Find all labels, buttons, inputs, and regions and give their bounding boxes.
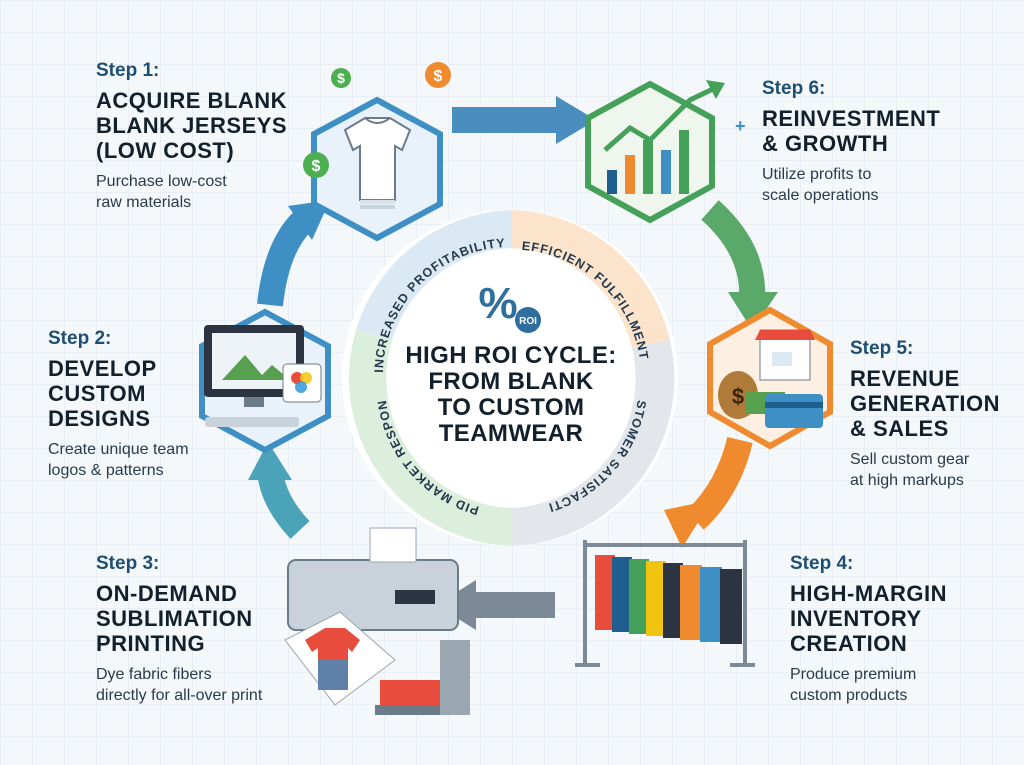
roi-badge-text: ROI [519, 316, 537, 327]
step-1: Step 1: ACQUIRE BLANK BLANK JERSEYS (LOW… [96, 60, 326, 213]
dollar-icon: $ [337, 70, 345, 86]
step-4-number: Step 4: [790, 553, 854, 574]
ring-segment-satisfaction [512, 340, 675, 546]
step-3-description: Dye fabric fibers directly for all-over … [96, 666, 263, 704]
step-6: Step 6: REINVESTMENT & GROWTH Utilize pr… [762, 78, 992, 206]
step-1-description: Purchase low-cost raw materials [96, 173, 227, 211]
step-2: Step 2: DEVELOP CUSTOM DESIGNS Create un… [48, 328, 248, 481]
clothing-rack-icon [575, 540, 755, 667]
step-1-number: Step 1: [96, 60, 160, 81]
storefront-money-icon: $ [707, 306, 833, 450]
ring-segment-profitability [356, 210, 512, 340]
arrow-step6-to-step5 [701, 200, 766, 301]
arrow-head-step1-to-step6 [556, 96, 596, 144]
center-title: HIGH ROI CYCLE: FROM BLANK TO CUSTOM TEA… [405, 342, 617, 447]
step-4-title: HIGH-MARGIN INVENTORY CREATION [790, 581, 948, 656]
step-4-description: Produce premium custom products [790, 666, 917, 704]
step-2-title: DEVELOP CUSTOM DESIGNS [48, 356, 157, 431]
step-6-number: Step 6: [762, 78, 826, 99]
step-5-title: REVENUE GENERATION & SALES [850, 366, 1001, 441]
growth-chart-icon: + [585, 80, 746, 224]
step-5-description: Sell custom gear at high markups [850, 451, 970, 489]
step-6-description: Utilize profits to scale operations [762, 166, 879, 204]
step-2-number: Step 2: [48, 328, 112, 349]
ring-segment-market-response [348, 330, 512, 546]
step-1-title: ACQUIRE BLANK BLANK JERSEYS (LOW COST) [96, 88, 288, 163]
arrow-head-step5-to-step4 [664, 500, 712, 548]
arrow-head-step6-to-step5 [728, 292, 778, 330]
design-computer-icon [199, 308, 331, 454]
step-2-description: Create unique team logos & patterns [48, 441, 189, 479]
step-6-title: REINVESTMENT & GROWTH [762, 106, 941, 156]
dollar-icon: $ [312, 158, 321, 175]
svg-text:%: % [478, 279, 517, 328]
dollar-icon: $ [434, 68, 443, 85]
step-4: Step 4: HIGH-MARGIN INVENTORY CREATION P… [790, 553, 1010, 706]
printer-icon [284, 527, 470, 715]
step-3-title: ON-DEMAND SUBLIMATION PRINTING [96, 581, 253, 656]
plus-icon: + [735, 116, 746, 136]
dollar-icon: $ [732, 384, 744, 409]
step-3-number: Step 3: [96, 553, 160, 574]
blank-jerseys-icon: $ $ $ [303, 62, 451, 242]
arrow-step2-to-step1 [257, 212, 312, 307]
step-3: Step 3: ON-DEMAND SUBLIMATION PRINTING D… [96, 553, 316, 706]
roi-percent-icon: % ROI [478, 279, 541, 333]
ring-segment-fulfillment [512, 210, 670, 348]
step-5-number: Step 5: [850, 338, 914, 359]
step-5: Step 5: REVENUE GENERATION & SALES Sell … [850, 338, 1020, 491]
arrow-head-step3-to-step2 [248, 442, 292, 480]
